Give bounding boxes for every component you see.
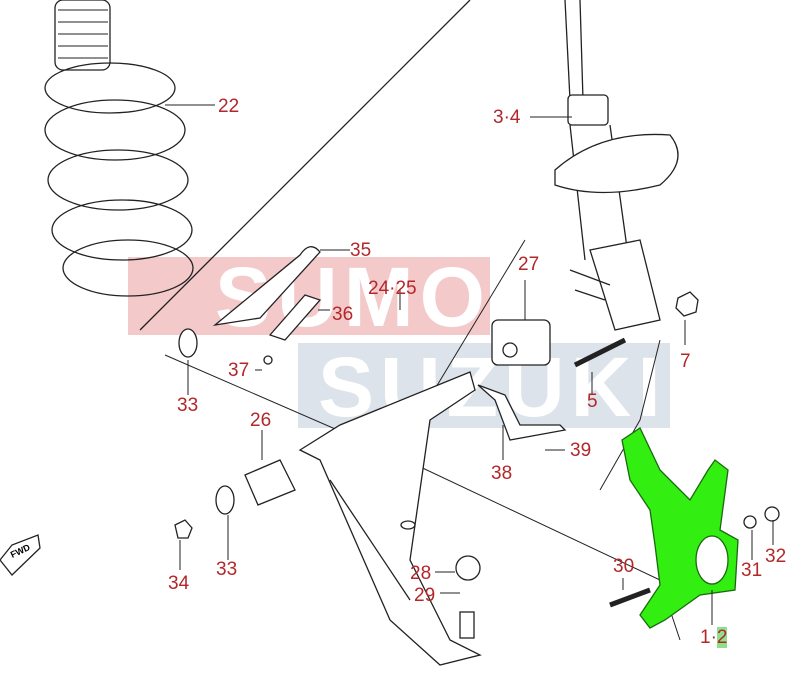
- nut-7: [675, 291, 699, 317]
- steering-knuckle: [621, 427, 739, 629]
- callout-34: 34: [168, 573, 190, 594]
- callout-39: 39: [570, 440, 592, 461]
- washer-33-lower: [215, 485, 235, 515]
- bolt-5: [573, 337, 627, 368]
- leader-lines: [165, 104, 774, 625]
- callout-30: 30: [613, 556, 635, 577]
- callout-33-lower: 33: [216, 559, 238, 580]
- coil-spring: [44, 0, 471, 331]
- callout-3: 3: [493, 107, 504, 128]
- callout-29: 29: [414, 585, 436, 606]
- strut-assembly: [554, 0, 679, 331]
- watermark-suzuki-band: [298, 343, 670, 428]
- callout-36: 36: [332, 304, 354, 325]
- callout-5: 5: [587, 391, 598, 412]
- bushing-26: [244, 459, 296, 506]
- callout-26: 26: [250, 410, 272, 431]
- bushing-27: [491, 319, 551, 366]
- callout-28: 28: [410, 563, 432, 584]
- callout-27: 27: [518, 254, 540, 275]
- callout-33-upper: 33: [177, 395, 199, 416]
- callout-38: 38: [491, 463, 513, 484]
- fwd-arrow-icon: [0, 534, 41, 576]
- lower-control-arm: [298, 371, 482, 666]
- callout-3-4: 3·4: [493, 107, 521, 128]
- ball-joint: [455, 555, 481, 581]
- washer-31: [743, 515, 757, 529]
- callout-1-2: 1·2: [700, 627, 728, 648]
- callout-24: 24: [368, 278, 390, 299]
- callout-4: 4: [509, 107, 521, 128]
- callout-22: 22: [218, 96, 240, 117]
- callout-1: 1: [700, 627, 711, 648]
- stabilizer-link: [212, 246, 322, 365]
- callout-31: 31: [741, 560, 763, 581]
- nut-32: [764, 506, 780, 522]
- callout-2-highlighted: 2: [716, 627, 728, 648]
- bolt-30: [609, 587, 651, 608]
- washer-33-upper: [178, 328, 198, 358]
- nut-34: [174, 519, 193, 539]
- callout-7: 7: [680, 351, 691, 372]
- callout-32: 32: [765, 546, 787, 567]
- callout-25: 25: [395, 278, 417, 299]
- bracket-38: [477, 384, 567, 441]
- callout-37: 37: [228, 360, 250, 381]
- callout-24-25: 24·25: [368, 278, 417, 299]
- callout-35: 35: [350, 240, 372, 261]
